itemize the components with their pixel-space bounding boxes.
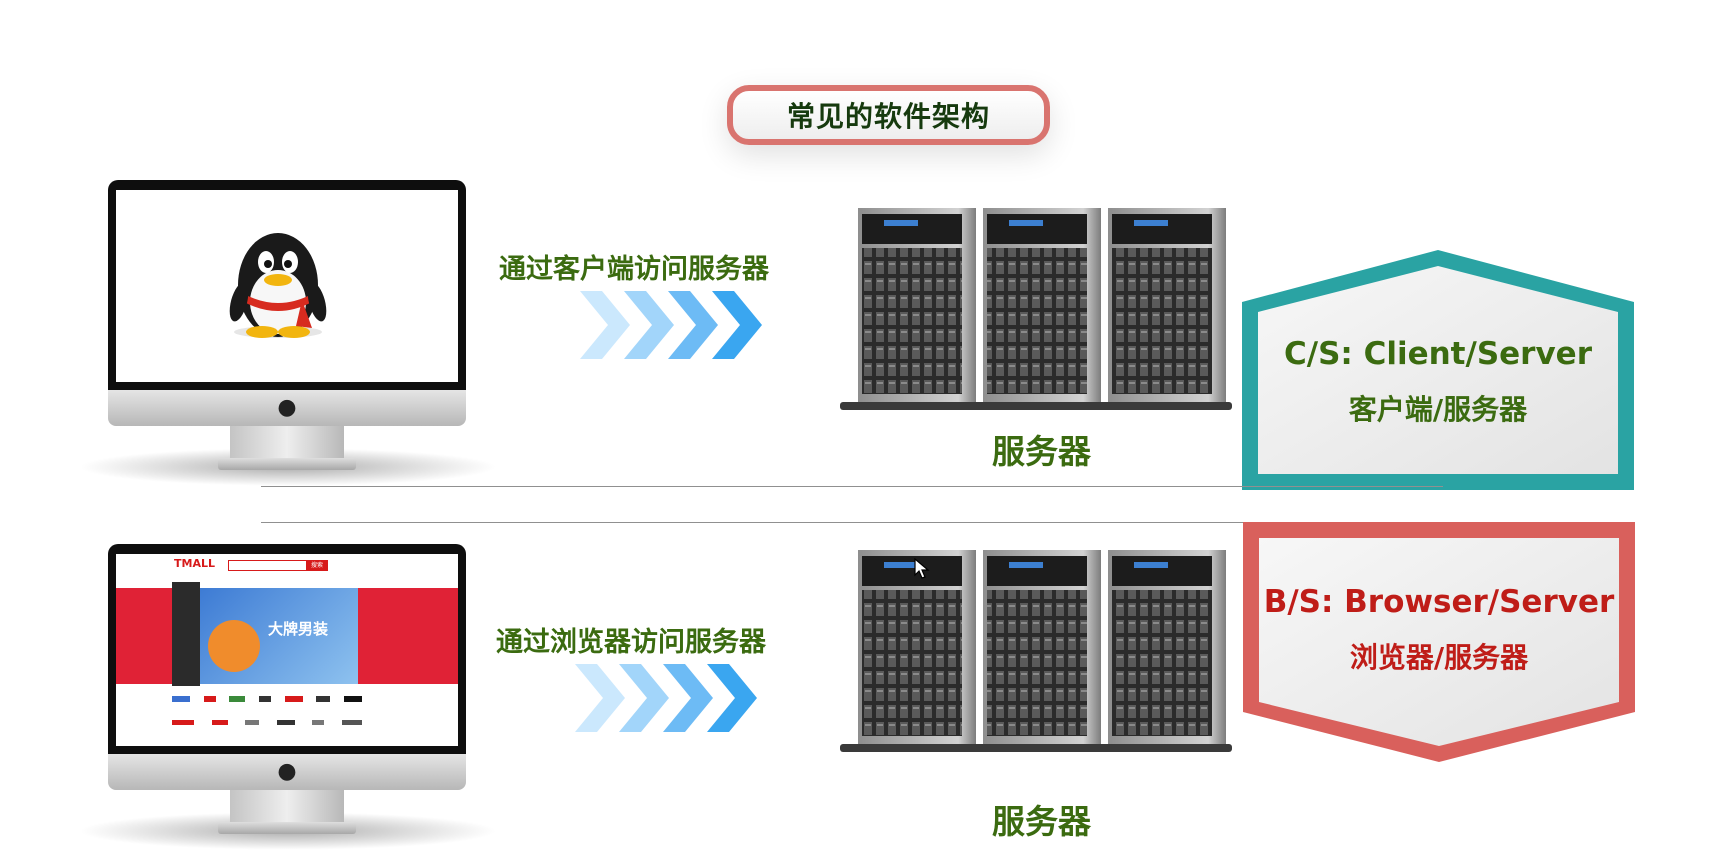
- cs-chevron-arrows-icon: [580, 291, 762, 359]
- browser-monitor: TMALL 搜索 大牌男装: [78, 544, 498, 850]
- divider-bottom: [261, 522, 1443, 523]
- monitor-screen: [116, 190, 458, 382]
- monitor-bezel: [108, 180, 466, 390]
- title-pill: 常见的软件架构: [727, 85, 1050, 145]
- cs-badge: C/S: Client/Server 客户端/服务器: [1242, 250, 1634, 490]
- cs-badge-title: C/S: Client/Server: [1284, 336, 1592, 372]
- browser-search-button: 搜索: [306, 560, 328, 571]
- monitor-neck: [230, 426, 344, 460]
- monitor-foot: [218, 822, 356, 834]
- monitor-chin: ●: [108, 754, 466, 790]
- tmall-logo: TMALL: [174, 557, 215, 570]
- monitor-neck: [230, 790, 344, 824]
- bs-chevron-arrows-icon: [575, 664, 757, 732]
- bs-badge-shape: [1243, 522, 1635, 762]
- bs-server-label: 服务器: [992, 802, 1091, 841]
- page-title: 常见的软件架构: [786, 100, 990, 133]
- banner-globe: [208, 620, 260, 672]
- monitor-chin: ●: [108, 390, 466, 426]
- bs-access-label: 通过浏览器访问服务器: [496, 627, 766, 658]
- brand-logos-row-2: [172, 720, 362, 730]
- bs-badge-subtitle: 浏览器/服务器: [1349, 641, 1529, 674]
- apple-logo-icon: ●: [277, 759, 297, 784]
- cs-badge-shape: [1242, 250, 1634, 490]
- monitor-bezel: TMALL 搜索 大牌男装: [108, 544, 466, 754]
- client-monitor: ●: [78, 180, 498, 486]
- cs-server-label: 服务器: [992, 432, 1091, 471]
- brand-logos-row: [172, 696, 362, 708]
- monitor-foot: [218, 458, 356, 470]
- divider-top: [261, 486, 1443, 487]
- cs-badge-subtitle: 客户端/服务器: [1348, 393, 1528, 426]
- bs-badge-title: B/S: Browser/Server: [1263, 584, 1615, 620]
- cs-server-rack-group: [840, 208, 1232, 410]
- browser-banner: 大牌男装: [200, 588, 358, 684]
- browser-search-box: [228, 560, 316, 571]
- banner-headline: 大牌男装: [268, 620, 329, 638]
- cs-access-label: 通过客户端访问服务器: [499, 254, 769, 285]
- qq-penguin-icon: [229, 233, 327, 338]
- bs-badge: B/S: Browser/Server 浏览器/服务器: [1243, 522, 1635, 762]
- browser-category-menu: [172, 582, 200, 686]
- bs-server-rack-group: [840, 550, 1232, 752]
- monitor-screen: TMALL 搜索 大牌男装: [116, 554, 458, 746]
- apple-logo-icon: ●: [277, 395, 297, 420]
- mouse-cursor-icon: [914, 558, 930, 579]
